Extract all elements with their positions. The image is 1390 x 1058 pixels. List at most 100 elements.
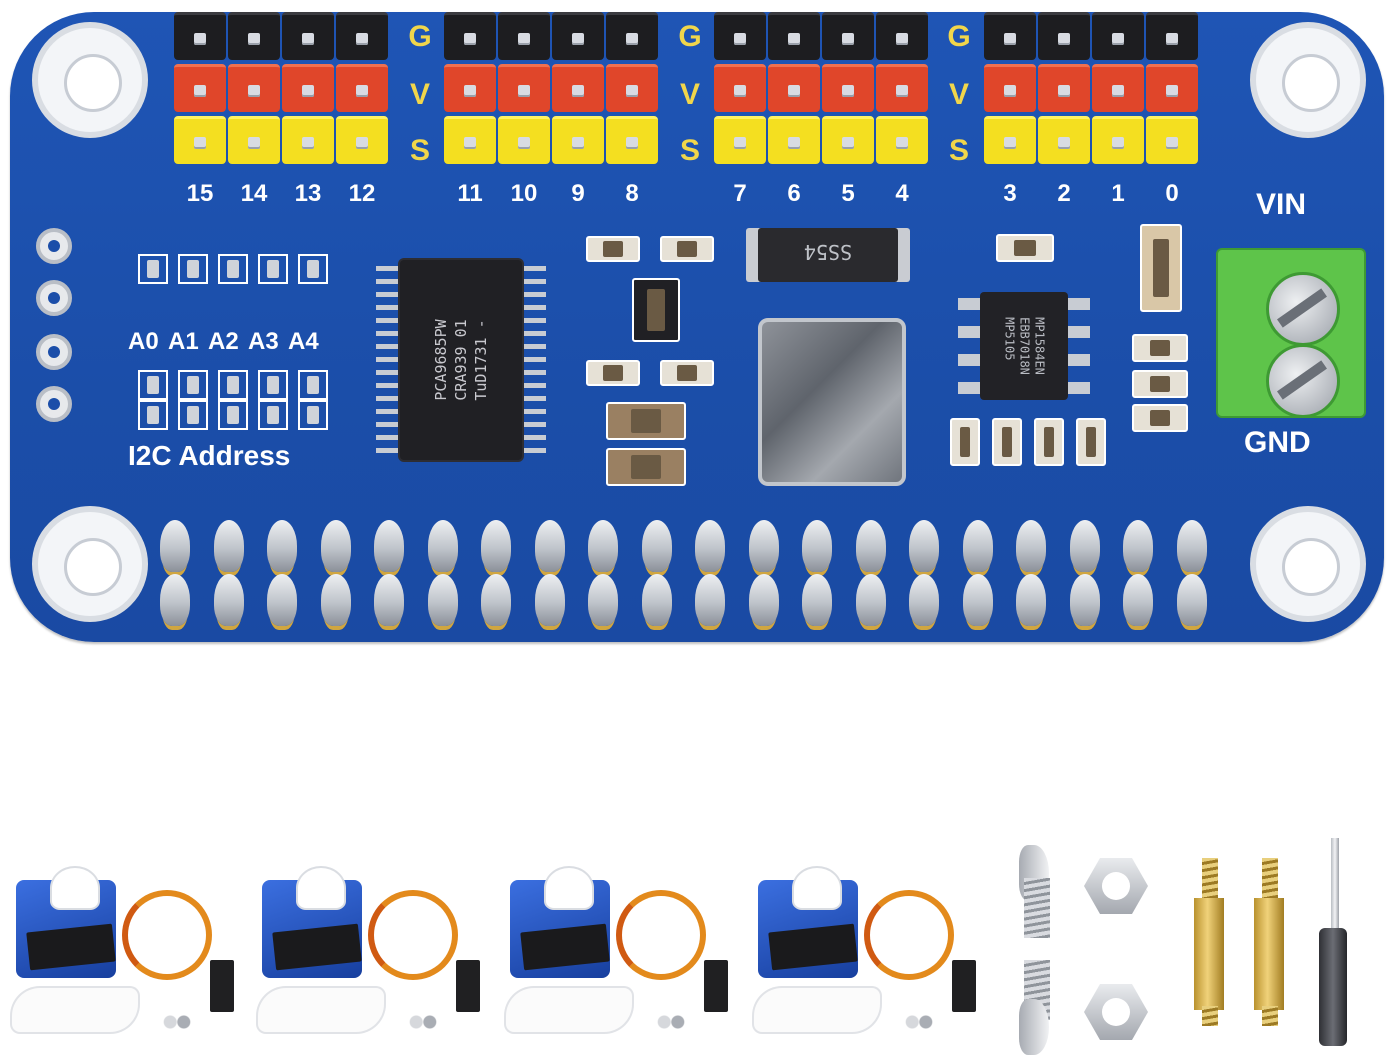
- servo-header-group: [444, 12, 662, 170]
- header-pin: [228, 116, 280, 164]
- header-pin: [282, 116, 334, 164]
- address-solder-jumper: [218, 400, 248, 430]
- servo-screws: [654, 1010, 688, 1034]
- smd-capacitor: [606, 448, 686, 486]
- channel-number-label: 8: [625, 180, 639, 207]
- header-pin: [336, 64, 388, 112]
- header-pin: [498, 12, 550, 60]
- address-jumper-label: A2: [208, 328, 239, 355]
- gpio-header-pin: [374, 520, 404, 572]
- nut-icon: [1084, 858, 1148, 914]
- header-pin: [282, 12, 334, 60]
- smd-resistor: [996, 234, 1054, 262]
- address-solder-jumper: [138, 400, 168, 430]
- signal-pin-row: [174, 116, 392, 168]
- side-header-pin: [36, 228, 72, 264]
- header-pin: [606, 116, 658, 164]
- gpio-header-pin: [534, 574, 565, 626]
- servo-icon: [752, 860, 976, 1045]
- address-resistor-pad: [258, 254, 288, 284]
- channel-number-label: 6: [787, 180, 801, 207]
- header-pin: [606, 12, 658, 60]
- gpio-header-pin: [1176, 574, 1207, 626]
- gpio-header-pin: [962, 574, 993, 626]
- gpio-header-pin: [909, 520, 939, 572]
- chip-marking-line: PCA9685PW: [432, 319, 450, 401]
- address-jumper-label: A0: [128, 328, 159, 355]
- gpio-header-pin: [427, 574, 458, 626]
- smd-resistor: [1076, 418, 1106, 466]
- header-pin: [1092, 12, 1144, 60]
- smd-resistor: [1034, 418, 1064, 466]
- side-header-pin: [36, 386, 72, 422]
- servo-cable: [368, 890, 458, 980]
- ground-row-label: G: [678, 20, 702, 53]
- address-resistor-pad: [138, 254, 168, 284]
- smd-resistor: [992, 418, 1022, 466]
- address-solder-jumper: [218, 370, 248, 400]
- channel-number-label: 7: [733, 180, 747, 207]
- gpio-header-pin: [588, 574, 618, 626]
- voltage-regulator-chip: MP1584EN EBB7018N MP5105: [980, 292, 1068, 400]
- gpio-header-pin: [855, 520, 886, 572]
- header-pin: [1146, 12, 1198, 60]
- mounting-hole-bottom-right: [1250, 506, 1366, 622]
- gpio-header-pin: [320, 520, 351, 572]
- power-pin-row: [174, 64, 392, 116]
- servo-horn: [752, 986, 882, 1034]
- gpio-header-pin: [1016, 520, 1046, 572]
- header-pin: [1146, 64, 1198, 112]
- gpio-header-pin: [427, 520, 458, 572]
- gpio-header-pin: [213, 574, 244, 626]
- header-pin: [822, 12, 874, 60]
- address-jumper-label: A1: [168, 328, 199, 355]
- gpio-header-pin: [962, 520, 993, 572]
- power-row-label: V: [679, 78, 700, 111]
- chip-pins-left: [376, 266, 402, 454]
- servo-connector: [210, 960, 234, 1012]
- gpio-header-pin: [1176, 520, 1207, 572]
- header-pin: [876, 12, 928, 60]
- channel-number-label: 12: [348, 180, 376, 207]
- gnd-label: GND: [1244, 426, 1311, 459]
- address-solder-jumper: [138, 370, 168, 400]
- address-resistor-pad: [178, 254, 208, 284]
- servo-shaft: [50, 866, 100, 910]
- ground-pin-row: [444, 12, 662, 64]
- power-row-label: V: [409, 78, 430, 111]
- header-pin: [498, 64, 550, 112]
- servo-label: [272, 923, 362, 971]
- gpio-header-pin: [802, 520, 832, 572]
- channel-number-label: 9: [571, 180, 585, 207]
- signal-row-label: S: [679, 134, 700, 167]
- gpio-header-pin: [1123, 574, 1153, 626]
- header-pin: [768, 64, 820, 112]
- servo-header-group: [174, 12, 392, 170]
- pca9685-chip: PCA9685PW CRA939 01 TuD1731 -: [400, 260, 522, 460]
- address-solder-jumper: [258, 370, 288, 400]
- side-header-pin: [36, 280, 72, 316]
- regulator-pins-right: [1068, 298, 1090, 394]
- servo-label: [520, 923, 610, 971]
- power-pin-row: [984, 64, 1202, 116]
- side-header-pin: [36, 334, 72, 370]
- servo-horn: [10, 986, 140, 1034]
- gpio-header-pin: [267, 520, 297, 572]
- channel-number-label: 14: [240, 180, 268, 207]
- address-resistor-pad: [298, 254, 328, 284]
- gpio-header-pin: [748, 520, 779, 572]
- servo-screws: [902, 1010, 936, 1034]
- address-solder-jumper: [298, 400, 328, 430]
- servo-connector: [952, 960, 976, 1012]
- gpio-header-pin: [374, 574, 404, 626]
- ground-row-label: G: [408, 20, 432, 53]
- power-pin-row: [444, 64, 662, 116]
- smd-capacitor: [1140, 224, 1182, 312]
- ground-pin-row: [984, 12, 1202, 64]
- header-pin: [822, 64, 874, 112]
- channel-number-label: 2: [1057, 180, 1071, 207]
- gpio-header-pin: [481, 574, 511, 626]
- servo-header-group: [714, 12, 932, 170]
- power-screw-terminal: [1216, 248, 1366, 418]
- servo-icon: [10, 860, 234, 1045]
